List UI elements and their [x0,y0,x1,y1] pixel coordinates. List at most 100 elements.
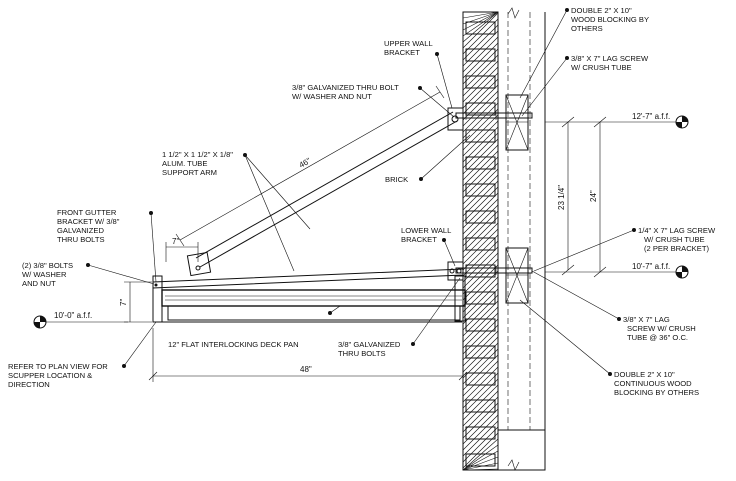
brick-hatch-line [462,246,499,283]
brick-hatch-line [462,54,499,91]
label-double-blocking-bottom: DOUBLE 2" X 10" CONTINUOUS WOOD BLOCKING… [614,370,699,397]
brick-hatch-line [462,60,499,97]
brick-hatch-line [462,11,499,37]
dim-48: 48" [300,365,312,374]
label-bolts-38: (2) 3/8" BOLTS W/ WASHER AND NUT [22,261,75,288]
brick-hatch-line [462,138,499,175]
label-refer-plan: REFER TO PLAN VIEW FOR SCUPPER LOCATION … [8,362,110,389]
brick-hatch-line [462,456,499,471]
label-lag-screw-quarter: 1/4" X 7" LAG SCREW W/ CRUSH TUBE (2 PER… [638,226,717,253]
deck-assembly [152,268,466,323]
brick-hatch-line [462,168,499,205]
brick-hatch-line [462,192,499,229]
brick-hatch-line [462,330,499,367]
brick-hatch-line [462,306,499,343]
brick-hatch-line [462,432,499,469]
brick-course [465,426,496,440]
brick-hatch-line [462,84,499,121]
brick-course [465,318,496,332]
brick-hatch-line [462,42,499,79]
brick-hatch-line [462,276,499,313]
elevation-marker-upper: 12'-7" a.f.f. [632,112,689,129]
leader-lines [86,8,636,376]
brick-hatch-line [462,396,499,433]
brick-hatch-line [462,132,499,169]
brick-hatch-line [462,450,499,471]
callouts: UPPER WALL BRACKET 3/8" GALVANIZED THRU … [8,6,717,397]
brick-hatch-line [462,294,499,331]
brick-hatch-line [462,348,499,385]
brick-hatch-line [462,198,499,235]
brick-hatch-line [462,18,499,55]
label-upper-wall-bracket: UPPER WALL BRACKET [384,39,435,57]
brick-hatch-line [462,78,499,115]
brick-hatch-line [462,312,499,349]
brick-course [465,156,496,170]
brick-hatch-line [462,11,499,43]
wood-blocking-top [505,94,529,151]
brick-hatch-line [462,264,499,301]
brick-hatch-line [462,468,499,471]
brick-hatch-line [462,234,499,271]
brick-hatch-line [462,318,499,355]
brick-hatch-line [462,66,499,103]
brick-hatch-line [462,252,499,289]
brick-hatch-line [462,354,499,391]
brick-hatch-line [462,336,499,373]
brick-hatch-line [462,108,499,145]
dimension-lines [45,85,676,382]
brick-hatch-line [462,96,499,133]
label-thru-bolt-upper: 3/8" GALVANIZED THRU BOLT W/ WASHER AND … [292,83,401,101]
brick-hatch-line [462,288,499,325]
brick-hatch-line [462,36,499,73]
brick-hatch-line [462,300,499,337]
brick-hatch-line [462,438,499,471]
label-brick: BRICK [385,175,408,184]
brick-hatch-line [462,258,499,295]
brick-hatch-line [462,270,499,307]
brick-hatch-line [462,462,499,471]
brick-hatch-line [462,126,499,163]
label-lag-screw-36: 3/8" X 7" LAG SCREW W/ CRUSH TUBE @ 36" … [623,315,698,342]
brick-hatch-line [462,240,499,277]
brick-hatch-line [462,210,499,247]
brick-hatch-line [462,12,499,49]
dim-arm-length: 46" [298,156,313,170]
elevation-lower-text: 10'-7" a.f.f. [632,262,670,271]
dim-24: 24" [589,190,598,202]
brick-hatch-line [462,342,499,379]
stud-wall [497,7,546,471]
brick-hatch-line [462,11,499,25]
brick-hatch-line [462,426,499,463]
brick-hatch-line [462,384,499,421]
brick-course [465,102,496,116]
lag-screw-upper [455,111,533,120]
brick-hatch-line [462,216,499,253]
brick-hatch-line [462,156,499,193]
brick-hatch-line [462,408,499,445]
elevation-marker-left: 10'-0" a.f.f. [33,311,92,329]
brick-hatch-line [462,324,499,361]
brick-course [465,453,496,467]
brick-hatch-line [462,174,499,211]
brick-course [465,264,496,278]
brick-hatch-line [462,120,499,157]
brick-hatch-line [462,204,499,241]
label-lag-screw-top: 3/8" X 7" LAG SCREW W/ CRUSH TUBE [571,54,650,72]
elevation-upper-text: 12'-7" a.f.f. [632,112,670,121]
brick-hatch-line [462,11,499,19]
dim-7-side: 7" [119,299,128,306]
label-front-gutter: FRONT GUTTER BRACKET W/ 3/8" GALVANIZED … [57,208,122,244]
brick-hatch-line [462,444,499,471]
brick-hatch-line [462,162,499,199]
brick-hatch-line [462,414,499,451]
brick-hatch-line [462,222,499,259]
brick-course [465,372,496,386]
brick-hatch-line [462,24,499,61]
brick-course [465,210,496,224]
label-lower-wall-bracket: LOWER WALL BRACKET [401,226,453,244]
brick-hatch-line [462,282,499,319]
brick-hatch-line [462,30,499,67]
brick-hatch-line [462,372,499,409]
